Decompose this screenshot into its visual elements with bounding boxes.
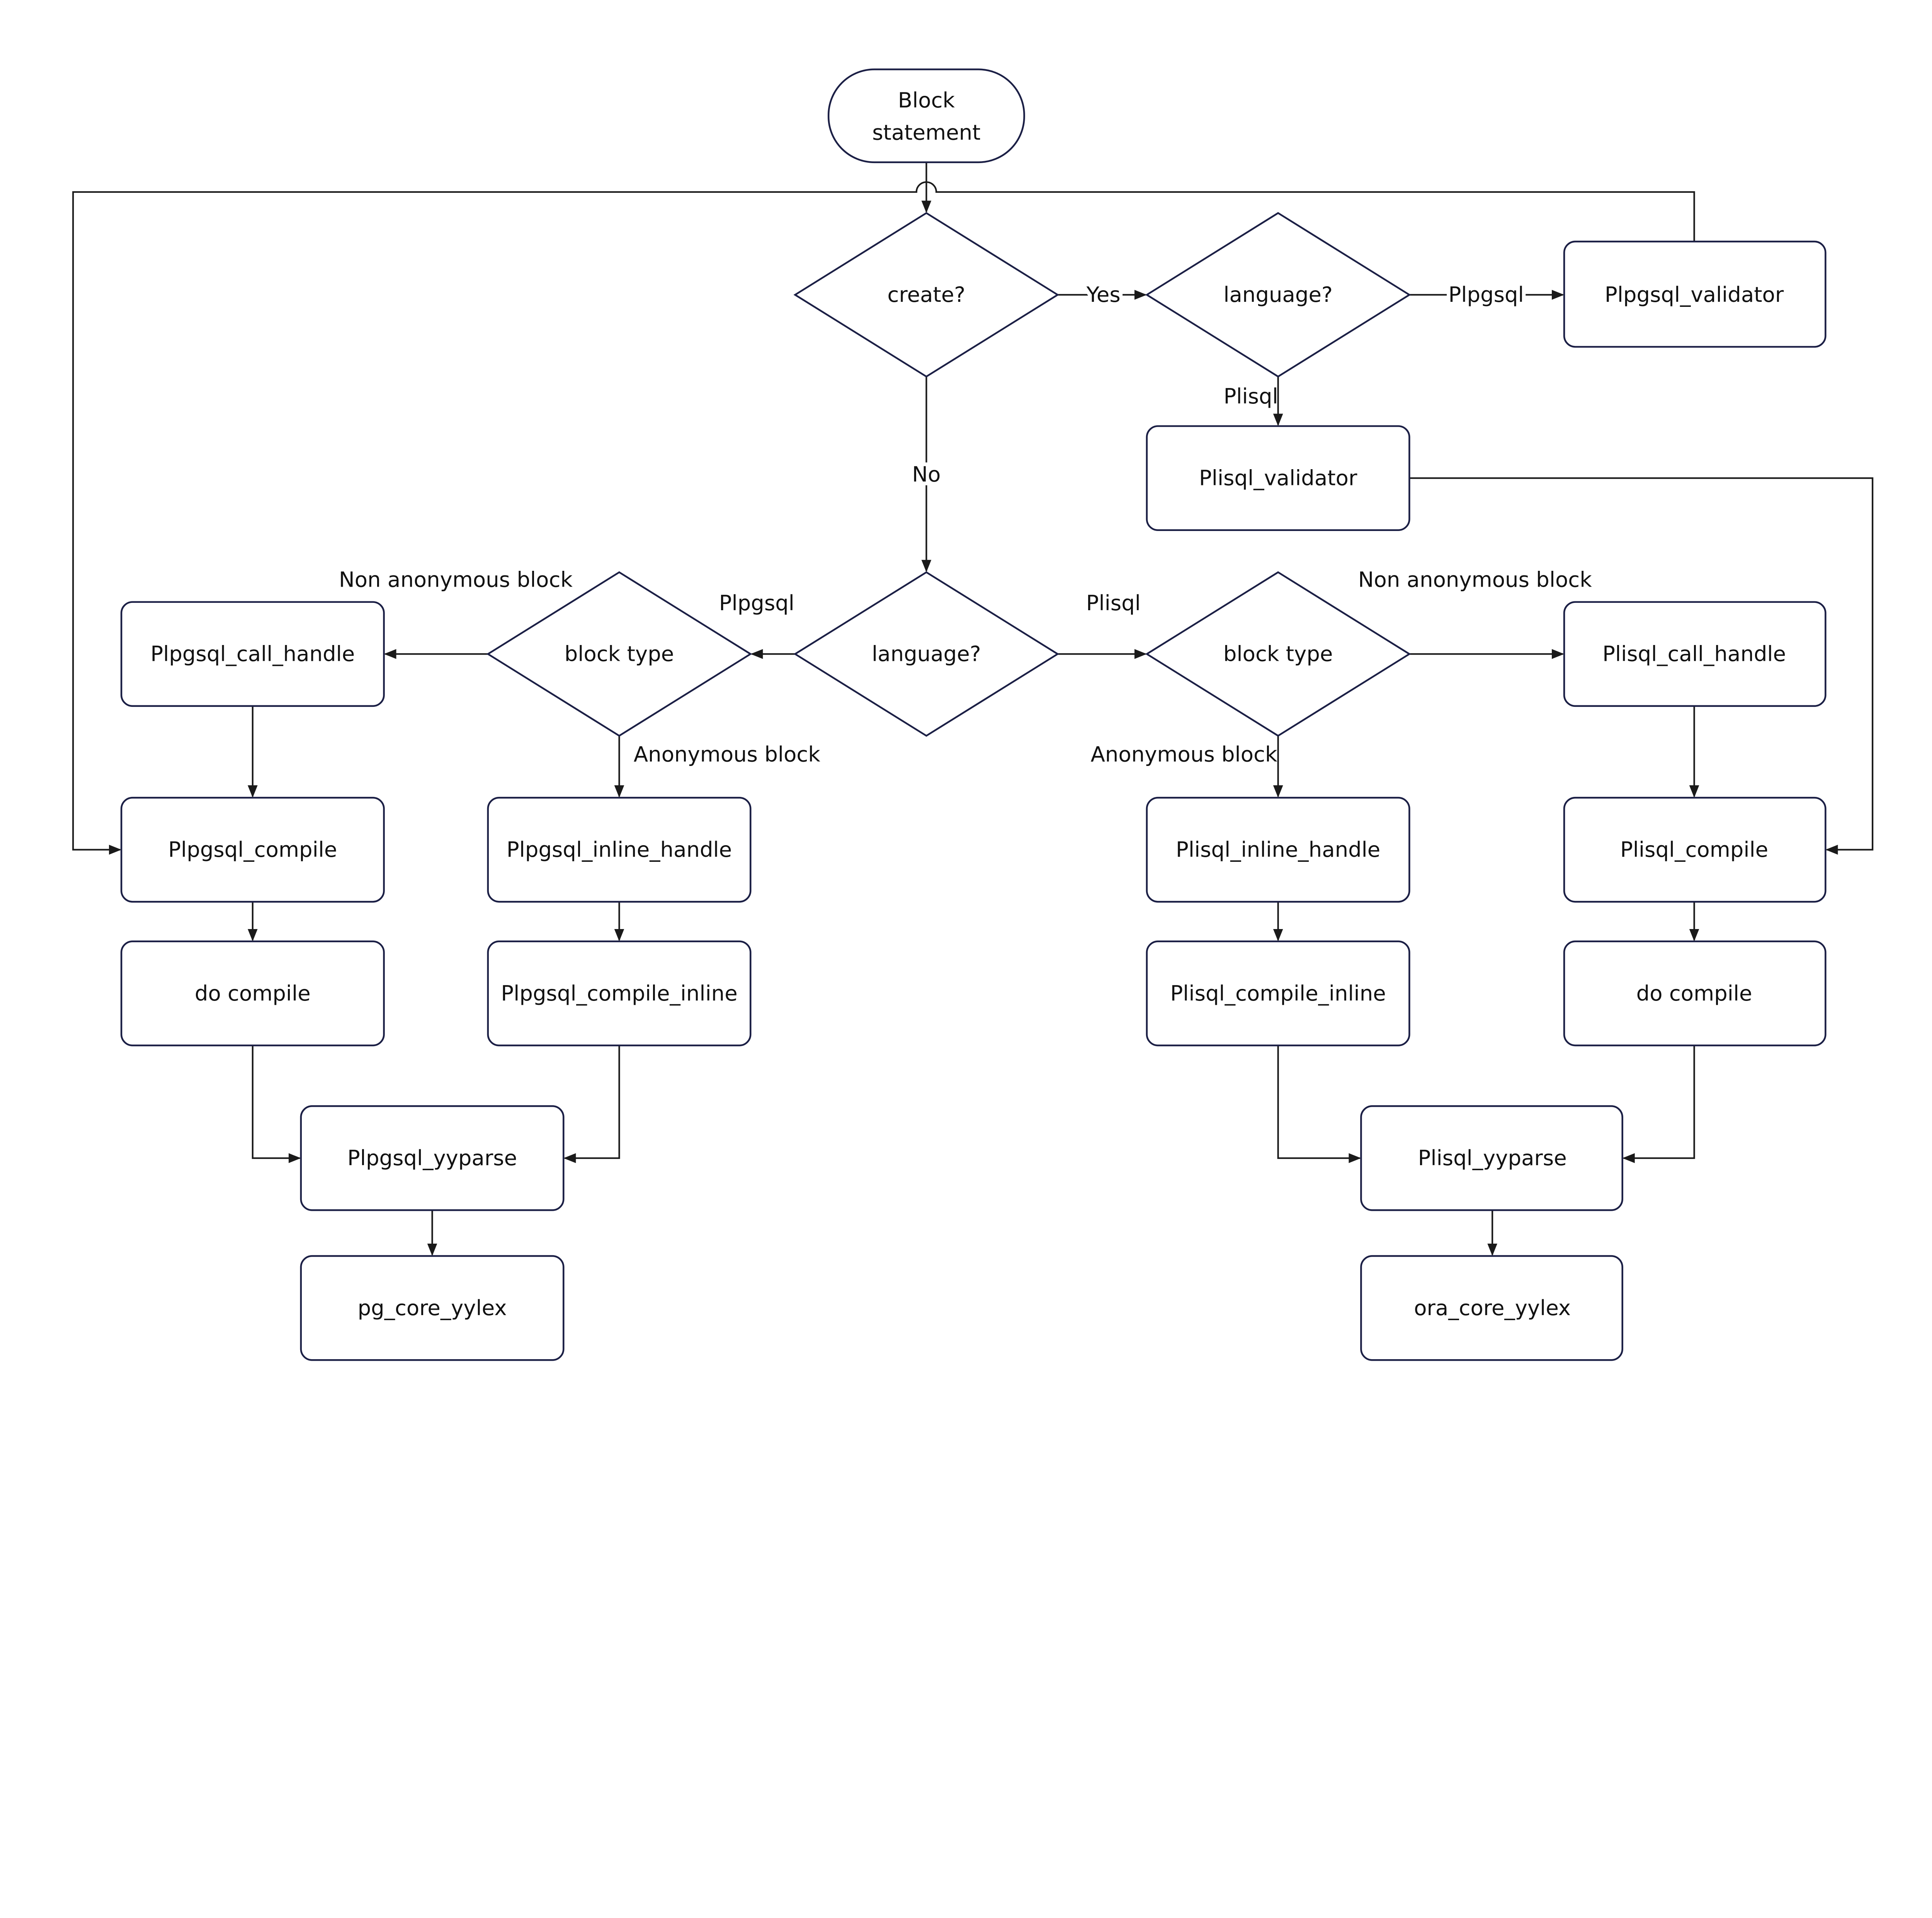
decision-block-type-right-label: block type bbox=[1223, 642, 1333, 666]
node-label: Plpgsql_compile bbox=[168, 837, 337, 862]
node-do-compile-right: do compile bbox=[1563, 940, 1827, 1047]
edge-l-do-yyparse bbox=[252, 1045, 301, 1163]
label-plisql-mid: Plisql bbox=[1086, 591, 1141, 615]
label-plpgsql-top: Plpgsql bbox=[1449, 282, 1524, 307]
node-plpgsql-yyparse: Plpgsql_yyparse bbox=[300, 1105, 565, 1211]
start-text-2: statement bbox=[872, 120, 980, 145]
node-do-compile-left: do compile bbox=[120, 940, 385, 1047]
node-plpgsql-inline-handle: Plpgsql_inline_handle bbox=[487, 796, 752, 903]
start-text-1: Block bbox=[898, 88, 955, 112]
node-plisql-call-handle: Plisql_call_handle bbox=[1563, 601, 1827, 707]
decision-language-mid-label: language? bbox=[872, 642, 981, 666]
label-anon-left: Anonymous block bbox=[634, 742, 820, 766]
node-plisql-yyparse: Plisql_yyparse bbox=[1360, 1105, 1623, 1211]
node-label: Plpgsql_call_handle bbox=[150, 642, 355, 666]
node-label: Plpgsql_compile_inline bbox=[501, 981, 737, 1006]
processes: Plpgsql_validator Plisql_validator Plpgs… bbox=[120, 240, 1827, 1361]
decision-block-type-left: block type bbox=[486, 571, 752, 737]
node-label: pg_core_yylex bbox=[358, 1295, 507, 1320]
node-pg-core-yylex: pg_core_yylex bbox=[300, 1255, 565, 1361]
node-plpgsql-compile-inline: Plpgsql_compile_inline bbox=[487, 940, 752, 1047]
node-plpgsql-compile: Plpgsql_compile bbox=[120, 796, 385, 903]
edge-labels: Yes No Plpgsql Plisql Plpgsql Plisql Non… bbox=[339, 279, 1592, 767]
node-label: Plisql_validator bbox=[1199, 466, 1357, 490]
decision-language-mid: language? bbox=[793, 571, 1060, 737]
label-no: No bbox=[912, 462, 940, 487]
node-label: Plisql_call_handle bbox=[1602, 642, 1786, 666]
node-plisql-compile: Plisql_compile bbox=[1563, 796, 1827, 903]
node-label: do compile bbox=[1636, 981, 1752, 1006]
edge-plisql-validator-compile bbox=[1409, 477, 1874, 855]
decision-create-label: create? bbox=[888, 282, 966, 307]
node-plisql-validator: Plisql_validator bbox=[1146, 425, 1410, 531]
label-anon-right: Anonymous block bbox=[1091, 742, 1277, 766]
node-label: do compile bbox=[195, 981, 311, 1006]
node-plisql-compile-inline: Plisql_compile_inline bbox=[1146, 940, 1410, 1047]
node-plpgsql-call-handle: Plpgsql_call_handle bbox=[120, 601, 385, 707]
edge-l-inline-yyparse bbox=[563, 1045, 620, 1163]
node-label: Plisql_inline_handle bbox=[1176, 837, 1380, 862]
node-label: Plpgsql_validator bbox=[1605, 282, 1784, 307]
node-ora-core-yylex: ora_core_yylex bbox=[1360, 1255, 1623, 1361]
node-label: Plpgsql_inline_handle bbox=[507, 837, 732, 862]
node-label: Plisql_compile_inline bbox=[1170, 981, 1386, 1006]
node-label: Plisql_yyparse bbox=[1418, 1145, 1567, 1170]
node-label: Plisql_compile bbox=[1620, 837, 1768, 862]
node-plpgsql-validator: Plpgsql_validator bbox=[1563, 240, 1827, 348]
edges bbox=[72, 162, 1874, 1256]
decision-create: create? bbox=[793, 212, 1060, 378]
decision-block-type-right: block type bbox=[1145, 571, 1411, 737]
flowchart: Block statement create? language? langua… bbox=[72, 68, 1874, 1361]
label-yes: Yes bbox=[1086, 282, 1121, 307]
label-non-anon-right: Non anonymous block bbox=[1358, 567, 1592, 592]
decision-block-type-left-label: block type bbox=[565, 642, 674, 666]
label-plpgsql-mid: Plpgsql bbox=[719, 591, 794, 615]
edge-validator-loop bbox=[72, 181, 1695, 855]
decision-language-top: language? bbox=[1145, 212, 1411, 378]
node-plisql-inline-handle: Plisql_inline_handle bbox=[1146, 796, 1410, 903]
edge-r-inline-yyparse bbox=[1277, 1045, 1361, 1163]
edge-r-do-yyparse bbox=[1622, 1045, 1695, 1163]
node-label: ora_core_yylex bbox=[1414, 1295, 1571, 1320]
decision-language-top-label: language? bbox=[1223, 282, 1333, 307]
start-terminal: Block statement bbox=[827, 68, 1025, 163]
label-non-anon-left: Non anonymous block bbox=[339, 567, 573, 592]
node-label: Plpgsql_yyparse bbox=[347, 1145, 517, 1170]
label-plisql-top: Plisql bbox=[1224, 384, 1278, 408]
